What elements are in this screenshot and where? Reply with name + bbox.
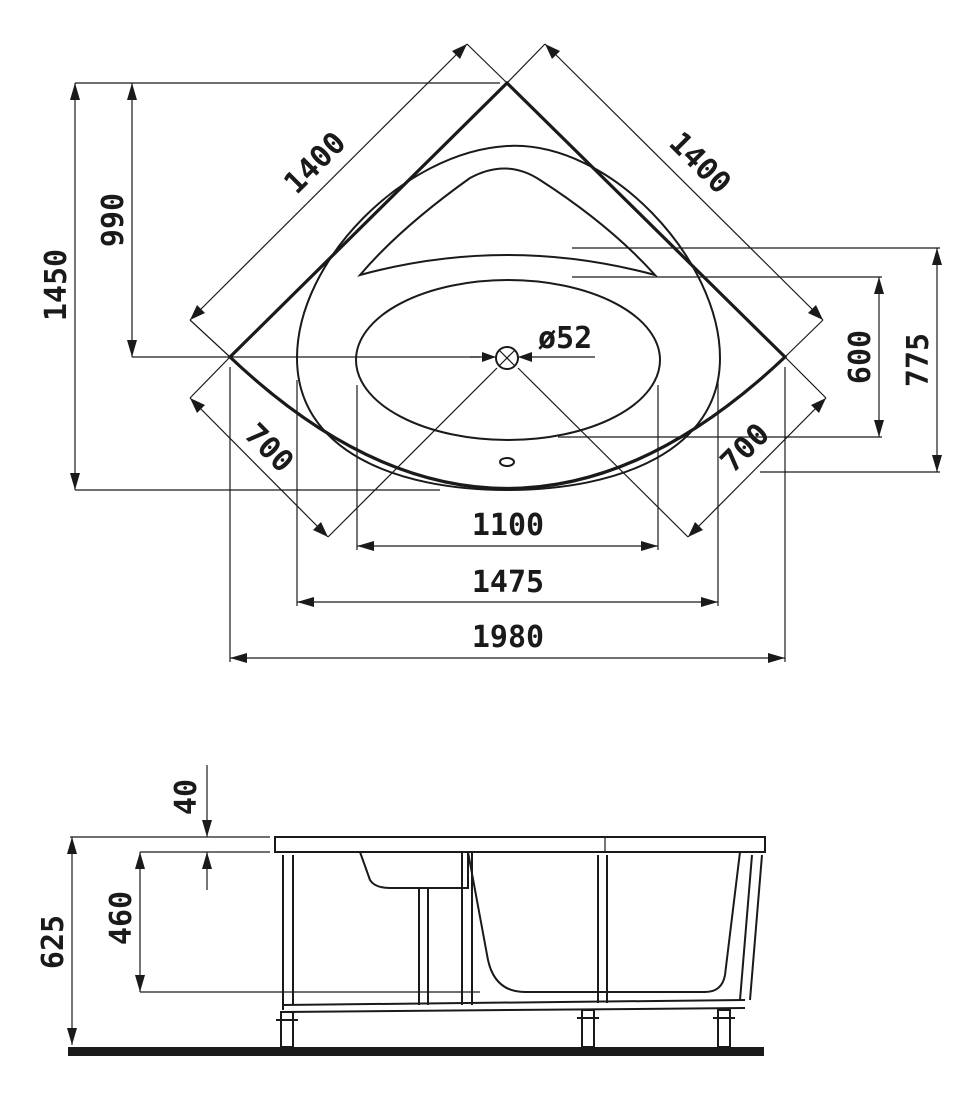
tub-outline (227, 80, 788, 490)
dim-diag-right: 700 (714, 417, 777, 480)
plan-arrowheads (70, 44, 942, 663)
drain-icon (495, 346, 519, 370)
dim-inner-depth: 460 (104, 891, 139, 945)
dim-side-left: 1400 (277, 125, 353, 201)
dim-rim: 40 (169, 779, 204, 815)
dim-basin-width: 1475 (472, 565, 544, 600)
floor (68, 1047, 764, 1056)
section-arrowheads (67, 820, 212, 1045)
section-dimension-labels: 40 460 625 (36, 779, 204, 969)
dim-side-right: 1400 (662, 125, 738, 201)
dim-overall-width: 1980 (472, 620, 544, 655)
dim-inner-width: 1100 (472, 508, 544, 543)
tub-frame (282, 852, 763, 1013)
dim-overall-height: 625 (36, 915, 71, 969)
tub-shell (359, 851, 741, 993)
dim-depth-corner: 990 (96, 193, 131, 247)
plan-dimension-labels: 1400 1400 1450 990 775 600 ø52 700 700 1… (39, 125, 936, 655)
dim-right-lower: 600 (843, 330, 878, 384)
backrest (357, 167, 659, 277)
dim-drain: ø52 (538, 321, 592, 356)
dim-depth-total: 1450 (39, 249, 74, 321)
tub-feet (276, 1009, 735, 1048)
plan-view: 1400 1400 1450 990 775 600 ø52 700 700 1… (39, 43, 942, 663)
dim-right-upper: 775 (901, 333, 936, 387)
section-view: 40 460 625 (36, 765, 766, 1056)
tub-rim (274, 836, 766, 853)
basin-rim (295, 144, 722, 492)
inner-basin (355, 279, 661, 441)
overflow-icon (499, 457, 515, 467)
dim-diag-left: 700 (237, 417, 300, 480)
section-dimension-lines (70, 765, 480, 1045)
